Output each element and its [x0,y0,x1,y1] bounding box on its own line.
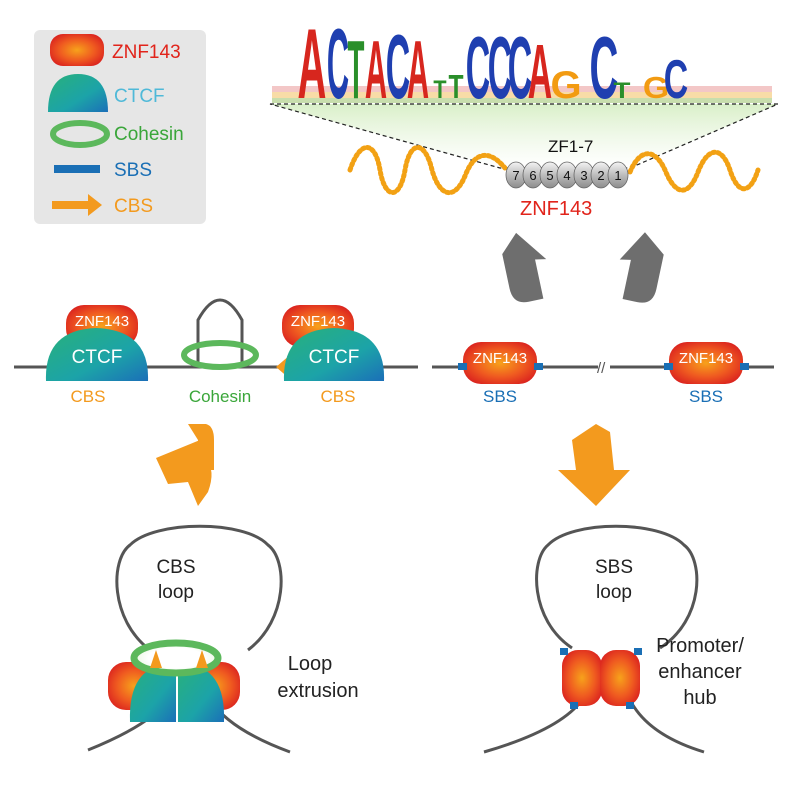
motif-letter: A [365,24,387,117]
sbs-loop-tail-left [483,699,584,754]
sbs-znf143-right [669,342,743,384]
znf143-right-label: ZNF143 [291,313,345,330]
zf-label: ZF1-7 [548,137,593,156]
up-arrow-left [502,232,547,303]
legend-cohesin-label: Cohesin [114,124,184,145]
motif-letter: C [327,7,349,119]
legend-znf143-label: ZNF143 [112,42,181,63]
hub-label-3: hub [683,687,716,709]
motif-protein-label: ZNF143 [520,198,592,220]
complex-ctcf-right [178,664,225,722]
sbs-znf143-right-label: ZNF143 [679,350,733,367]
zinc-finger-number: 2 [597,168,604,183]
legend-cbs-label: CBS [114,196,153,217]
ctcf-left [45,328,149,381]
zinc-finger-number: 7 [512,168,519,183]
sbs-loop-label-1: SBS [595,557,633,578]
sbs-left-label: SBS [483,387,517,406]
sbs-znf143-left [463,342,537,384]
cbs-loop [115,524,283,652]
down-arrow-right [558,424,630,506]
hub-znf143-left [562,650,602,706]
left-panel: ZNF143 CTCF ZNF143 CTCF CBS Cohesin CBS … [14,298,418,754]
zinc-finger-number: 4 [563,168,570,183]
motif-letter: G [643,71,669,105]
loop-extrusion-label-1: Loop [288,653,333,675]
protein-chain-left [347,145,508,196]
legend-cohesin-icon [50,120,110,148]
complex-cbs-arrow-right [196,650,208,668]
motif-minor-letters [272,86,772,103]
motif-letter: C [386,16,410,118]
cohesin-dna-loop [196,298,244,367]
down-arrow-left [156,440,212,506]
motif-letter: A [298,9,327,121]
sbs-site-left-b [534,363,543,370]
sbs-site-left-a [458,363,467,370]
legend: ZNF143 CTCF Cohesin SBS CBS [34,30,206,224]
cbs-left-label: CBS [71,387,106,406]
hub-znf143-right [600,650,640,706]
legend-ctcf-label: CTCF [114,86,165,107]
motif-letter: C [508,19,532,118]
motif-letter: C [590,18,619,117]
legend-sbs-label: SBS [114,160,152,181]
motif-letter: C [488,19,512,118]
legend-ctcf-icon [48,74,108,112]
protein-chain-right [627,149,761,193]
hub-label-2: enhancer [658,661,742,683]
up-arrow-right [619,232,664,303]
motif-letter: C [664,49,688,110]
sbs-loop [535,524,699,650]
legend-sbs-icon [54,165,100,173]
hub-sbs-b [634,648,642,655]
motif-letter: T [348,24,365,117]
znf143-left-label: ZNF143 [75,313,129,330]
motif-letter: C [466,19,490,118]
motif-letter: A [528,28,552,115]
motif-letter: T [433,76,446,104]
motif-letter: T [448,70,463,106]
zinc-finger-number: 3 [580,168,587,183]
hub-sbs-a [560,648,568,655]
hub-sbs-d [626,702,634,709]
loop-extrusion-label-2: extrusion [277,680,358,702]
hub-sbs-c [570,702,578,709]
sbs-znf143-left-label: ZNF143 [473,350,527,367]
down-arrow-left-stem [188,424,214,470]
cohesin-ring [181,340,259,370]
legend-znf143-icon [50,34,104,66]
sbs-right-label: SBS [689,387,723,406]
cbs-loop-label-1: CBS [156,557,195,578]
zinc-finger-number: 1 [614,168,621,183]
sbs-loop-label-2: loop [596,582,632,603]
cbs-right-label: CBS [321,387,356,406]
zinc-finger [607,161,629,189]
ctcf-right-label: CTCF [309,347,360,368]
cohesin-label: Cohesin [189,387,251,406]
dna-break-mark: // [597,360,606,377]
complex-cohesin-ring [130,639,222,677]
complex-ctcf-left [129,664,176,722]
right-panel: // ZNF143 ZNF143 SBS SBS SBS loop Promot… [432,342,774,754]
zinc-finger-number: 6 [529,168,536,183]
motif-letter: A [407,24,429,117]
complex-cbs-arrow-left [150,650,162,668]
cbs-loop-label-2: loop [158,582,194,603]
hub-label-1: Promoter/ [656,635,744,657]
zinc-finger-number: 5 [546,168,553,183]
motif-letter: G [550,64,581,107]
legend-cbs-icon [52,194,102,216]
sbs-site-right-a [664,363,673,370]
sbs-site-right-b [740,363,749,370]
motif-letter: T [614,79,632,104]
ctcf-left-label: CTCF [72,347,123,368]
ctcf-right [283,328,385,381]
